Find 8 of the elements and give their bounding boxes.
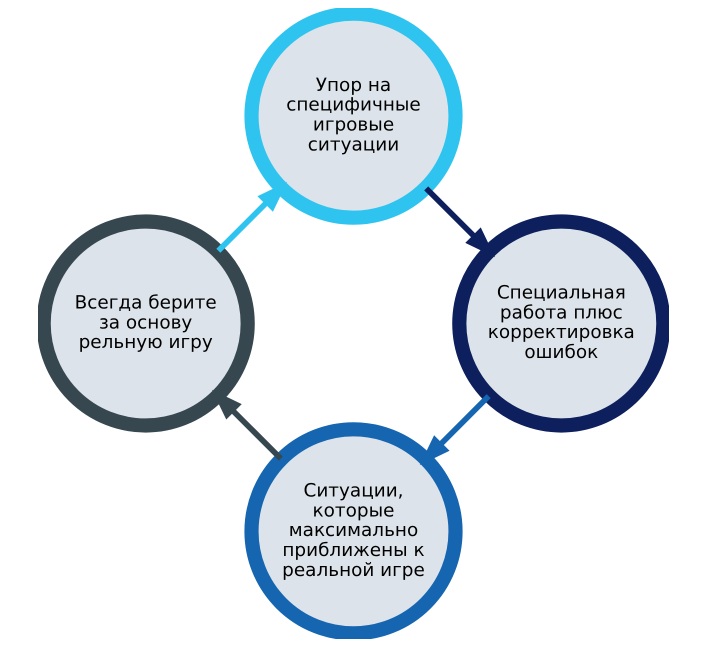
- arrow: [424, 186, 495, 258]
- node-circle: Упор на специфичные игровые ситуации: [244, 8, 462, 225]
- node-circle: Специальная работа плюс корректировка ошибок: [452, 214, 668, 433]
- arrow: [419, 394, 490, 466]
- arrow: [211, 390, 282, 461]
- node-circle: Всегда берите за основу рельную игру: [38, 214, 254, 433]
- arrow: [216, 182, 287, 253]
- node-circle: Ситуации, которые максимально приближены к реальной игре: [244, 422, 462, 639]
